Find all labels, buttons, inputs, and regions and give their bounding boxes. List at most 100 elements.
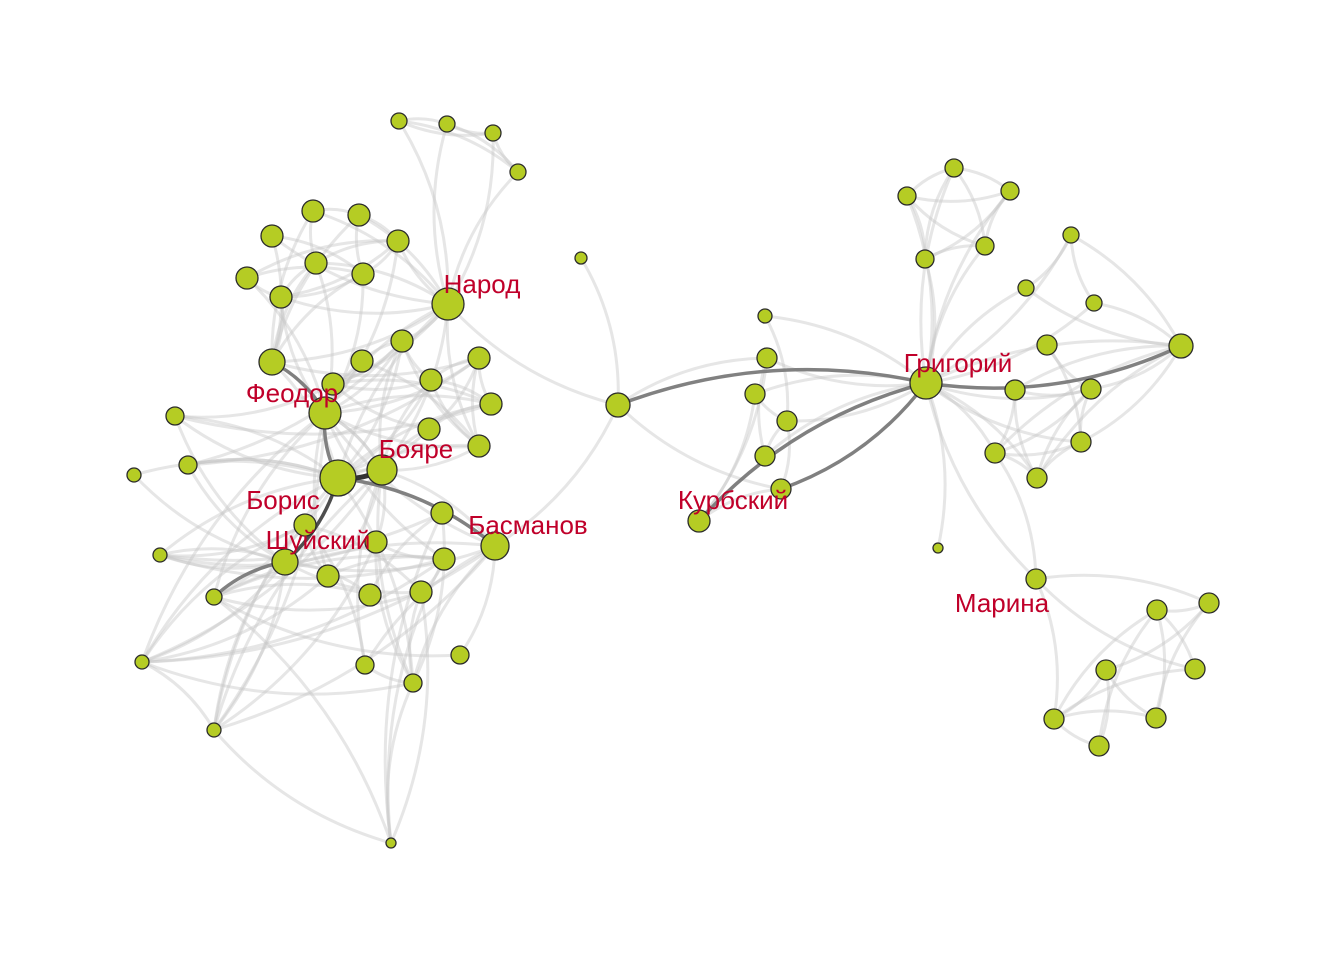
edge: [1034, 577, 1196, 671]
node: [509, 163, 527, 181]
edge: [141, 561, 287, 664]
edge: [213, 541, 496, 599]
node: [1085, 294, 1103, 312]
edge: [323, 240, 400, 414]
edge: [446, 302, 619, 407]
node: [467, 346, 491, 370]
edge: [1070, 233, 1183, 347]
node: [776, 410, 798, 432]
edge: [994, 388, 1093, 455]
edge: [173, 415, 286, 564]
edge: [336, 402, 492, 480]
edge: [324, 356, 480, 415]
node: [1026, 467, 1048, 489]
edge: [446, 122, 520, 173]
edge: [763, 315, 790, 422]
node: [984, 442, 1006, 464]
edge: [432, 123, 450, 305]
edge: [389, 591, 430, 844]
edge: [271, 356, 480, 378]
edge: [1035, 387, 1093, 479]
edge: [1053, 709, 1157, 721]
node: [1036, 334, 1058, 356]
edge: [923, 167, 956, 260]
edge: [323, 273, 365, 414]
edge: [411, 512, 446, 684]
node: [1198, 592, 1220, 614]
edge: [993, 452, 1038, 580]
edge: [380, 303, 450, 471]
edge: [786, 381, 927, 423]
node: [316, 564, 340, 588]
edge: [187, 356, 480, 467]
node: [975, 236, 995, 256]
node: [430, 501, 454, 525]
node: [206, 722, 222, 738]
node: [897, 186, 917, 206]
node: [419, 368, 443, 392]
node: [1088, 735, 1110, 757]
labels-layer: Народ Феодор Бояре Борис Шуйский Басмано…: [246, 269, 1050, 618]
edge: [446, 132, 495, 305]
node: [386, 229, 410, 253]
edge: [323, 412, 445, 561]
edge: [1014, 344, 1182, 392]
edge: [376, 469, 415, 684]
edge: [132, 473, 286, 564]
node: [1184, 658, 1206, 680]
node: [271, 548, 299, 576]
edge: [617, 367, 927, 407]
node: [438, 115, 456, 133]
node: [605, 392, 631, 418]
edge: [617, 356, 768, 407]
edge: [1080, 345, 1183, 444]
edge: [925, 344, 1182, 390]
edge: [314, 262, 334, 414]
edge: [924, 382, 1038, 581]
node: [269, 285, 293, 309]
edge: [324, 394, 492, 415]
edge: [284, 544, 496, 573]
node: [165, 406, 185, 426]
edge: [924, 382, 947, 549]
edge: [323, 302, 449, 414]
node: [350, 349, 374, 373]
edge: [174, 382, 334, 419]
edge: [246, 265, 364, 280]
node: [1146, 599, 1168, 621]
edge: [925, 381, 1092, 401]
edge: [327, 555, 445, 578]
node: [304, 251, 328, 275]
edge: [212, 729, 392, 845]
edge: [411, 544, 497, 684]
edge: [187, 339, 404, 467]
node: [347, 203, 371, 227]
node: [744, 383, 766, 405]
edge: [924, 190, 1012, 261]
node: [479, 392, 503, 416]
edge: [213, 477, 340, 599]
edge: [284, 560, 422, 595]
node: [432, 547, 456, 571]
edge: [174, 414, 339, 480]
edge: [336, 302, 449, 479]
node: [235, 266, 259, 290]
edge: [925, 234, 1073, 385]
edge: [1025, 234, 1073, 290]
node: [1168, 333, 1194, 359]
edge: [141, 660, 414, 696]
edge: [212, 476, 340, 731]
edge: [445, 303, 481, 447]
edge: [213, 590, 422, 612]
edge: [332, 303, 450, 386]
edge: [616, 403, 782, 491]
edge: [303, 524, 367, 666]
edge: [1052, 608, 1158, 720]
node: [1095, 659, 1117, 681]
edge: [1034, 578, 1059, 720]
edge: [924, 190, 1012, 384]
edge: [697, 357, 769, 522]
node: [308, 396, 342, 430]
edge: [213, 582, 371, 599]
